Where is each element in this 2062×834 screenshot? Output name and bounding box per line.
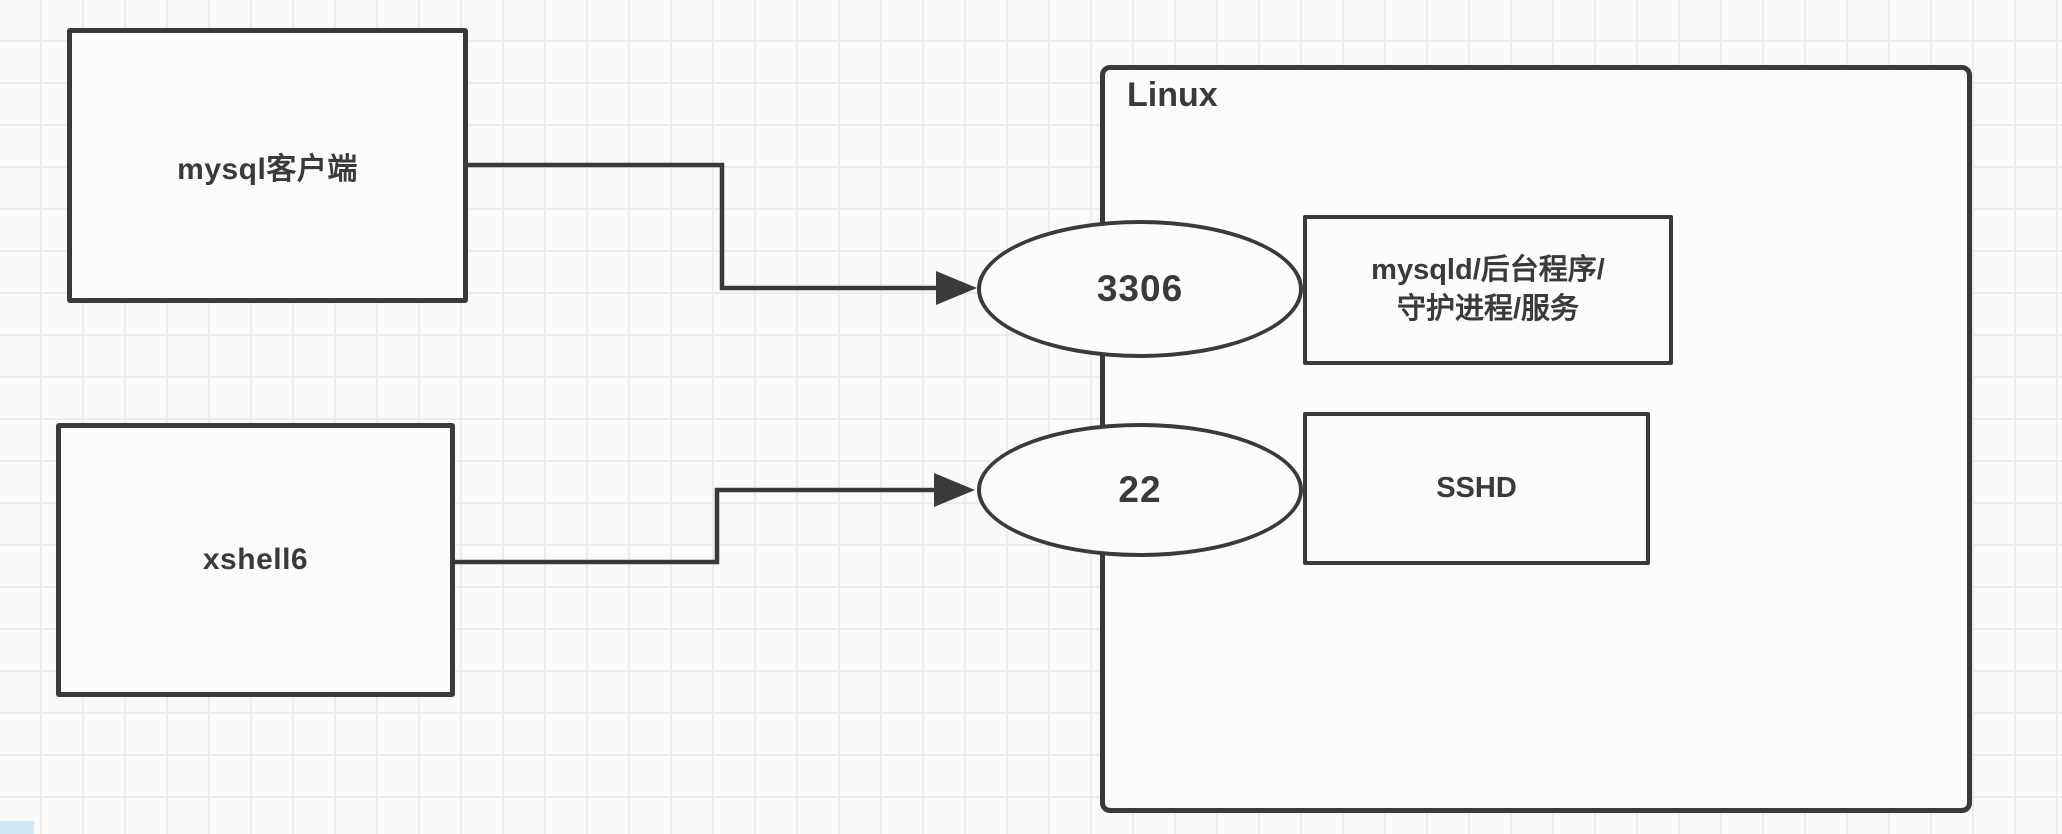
mysqld-label-line2: 守护进程/服务: [1396, 293, 1580, 325]
connector-mysql-client-to-3306: [468, 162, 977, 305]
bottom-left-blue-artifact: [0, 821, 34, 834]
mysql-client-label: mysql客户端: [177, 152, 358, 186]
mysqld-label-line1: mysqld/后台程序/: [1371, 254, 1605, 286]
mysqld-service-label: mysqld/后台程序/ 守护进程/服务: [1371, 251, 1605, 329]
arrow-head-icon: [934, 473, 975, 507]
port-22-ellipse: 22: [977, 423, 1303, 557]
arrow-head-icon: [936, 271, 977, 305]
mysqld-service-box: mysqld/后台程序/ 守护进程/服务: [1303, 215, 1673, 365]
xshell6-box: xshell6: [56, 423, 455, 697]
sshd-service-label: SSHD: [1436, 472, 1517, 504]
port-3306-label: 3306: [1096, 268, 1184, 309]
port-3306-ellipse: 3306: [977, 220, 1303, 358]
xshell6-label: xshell6: [202, 543, 309, 576]
connector-xshell-to-22: [455, 473, 975, 565]
port-22-label: 22: [1118, 469, 1162, 510]
mysql-client-box: mysql客户端: [67, 28, 468, 303]
sshd-service-box: SSHD: [1303, 412, 1650, 565]
linux-container-label: Linux: [1127, 76, 1218, 114]
